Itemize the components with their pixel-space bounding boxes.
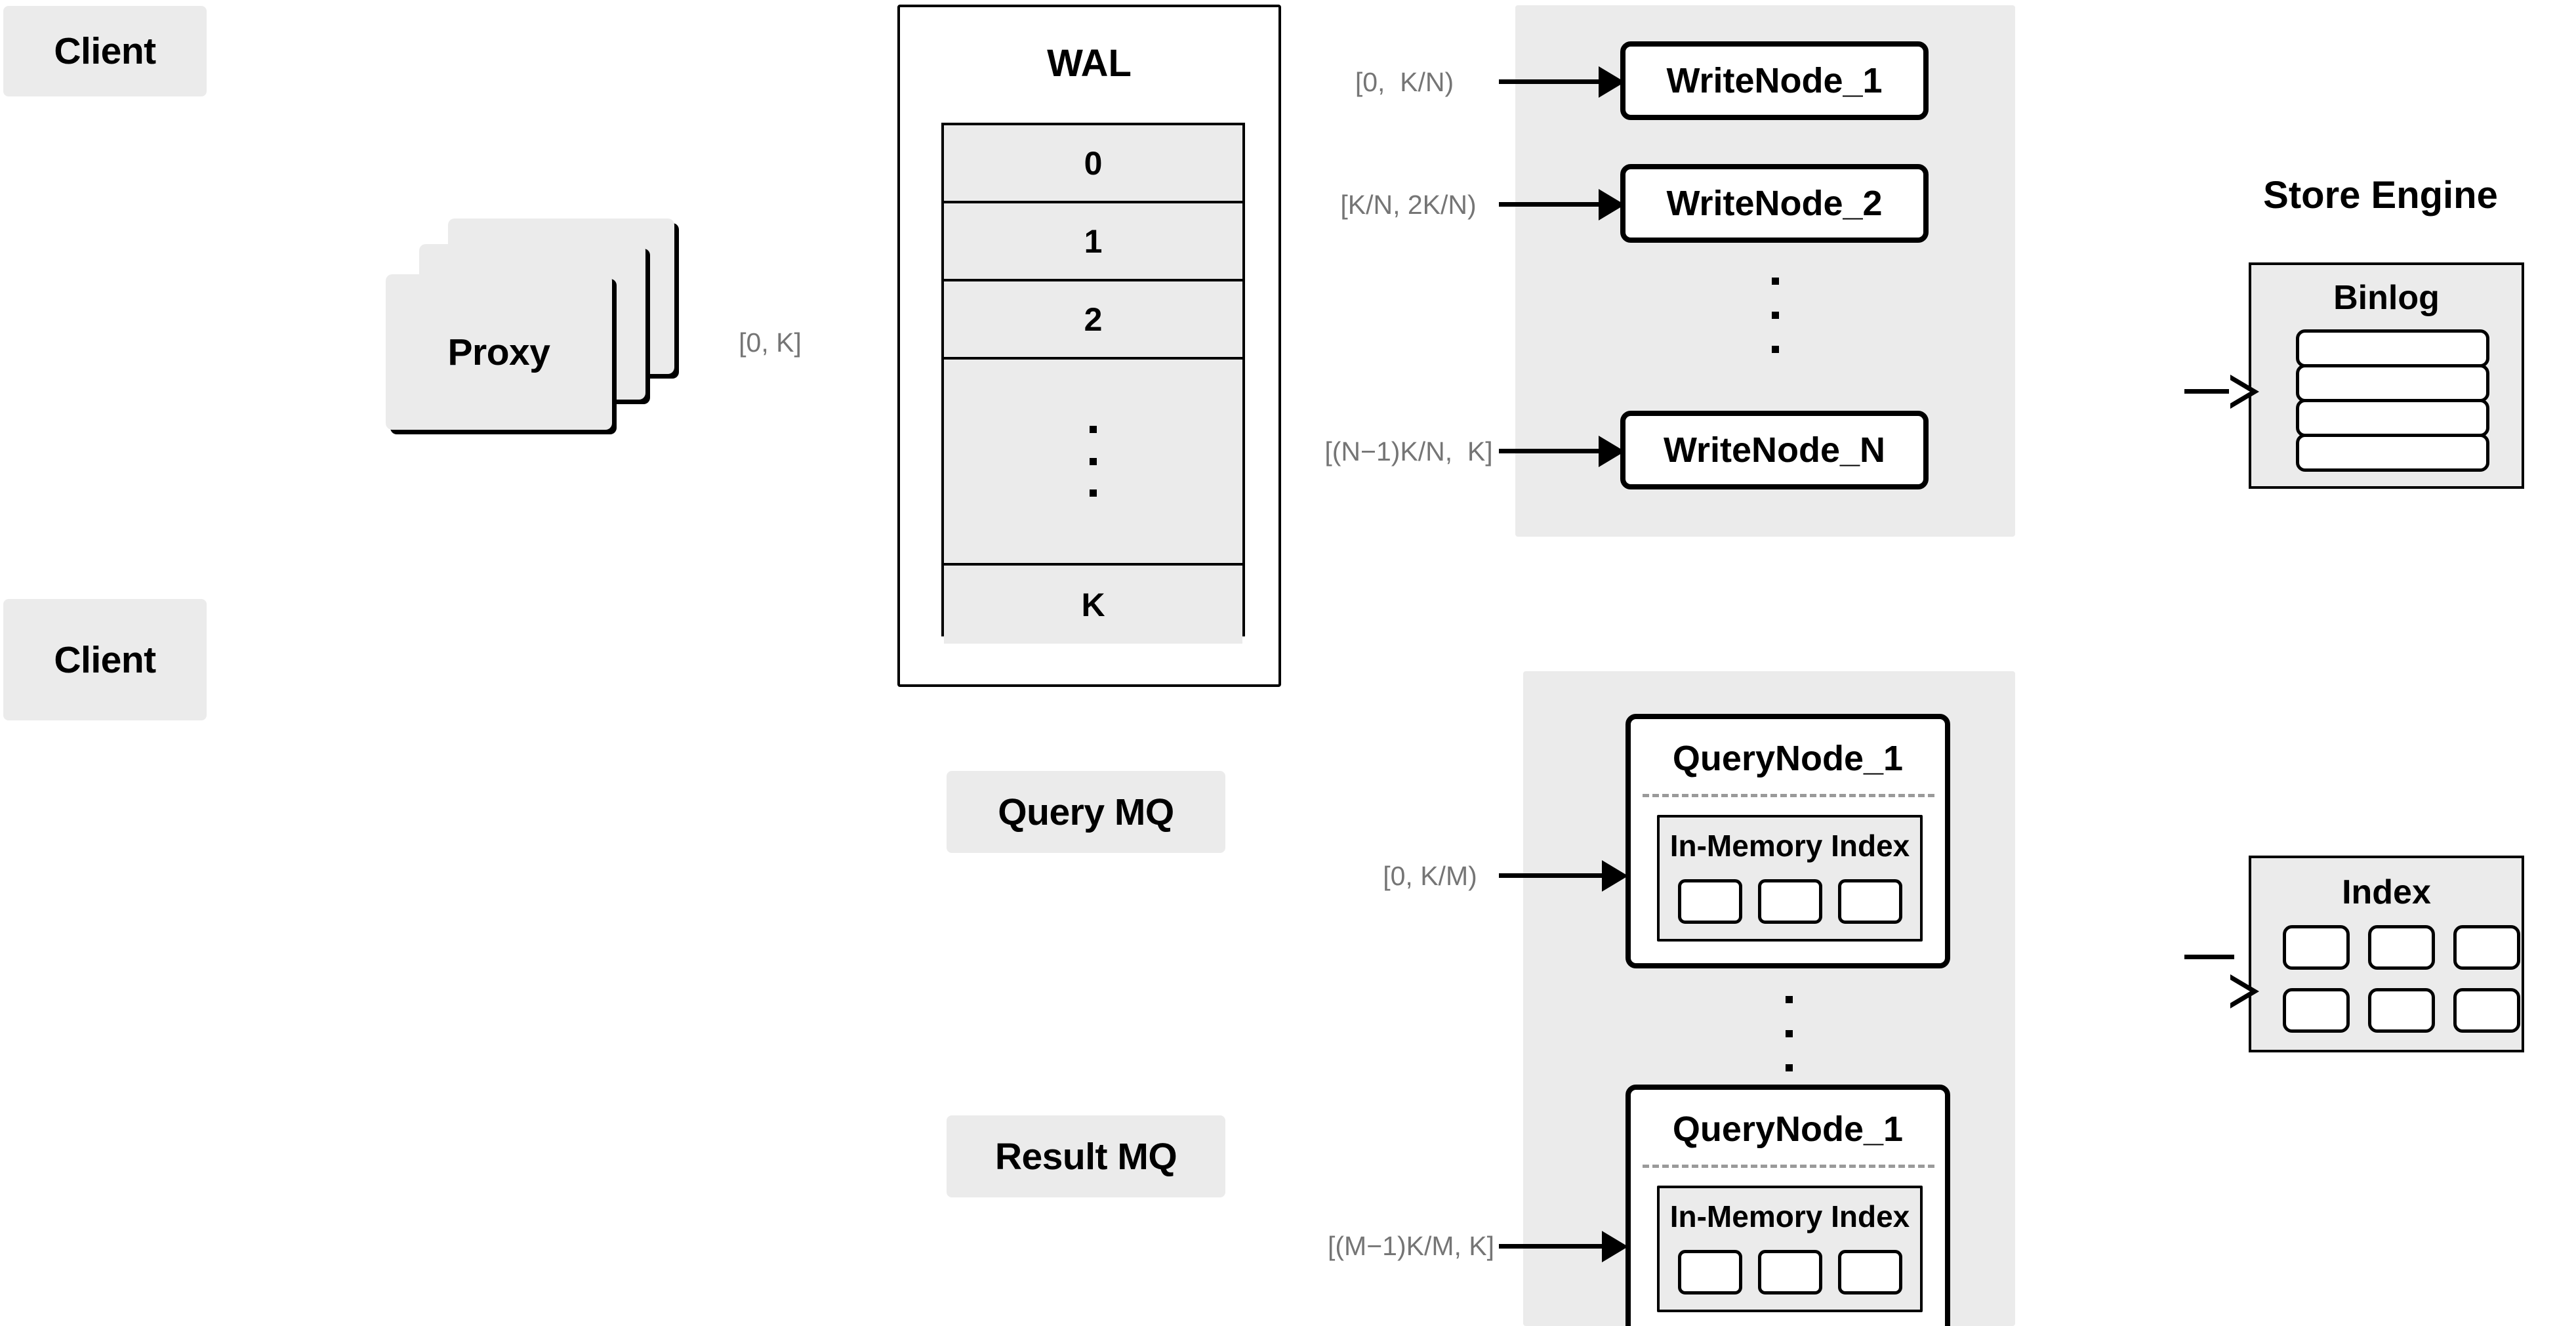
wal-entry-ellipsis [944, 360, 1242, 566]
result-mq-box: Result MQ [947, 1115, 1225, 1197]
wal-title: WAL [1047, 41, 1132, 85]
index-chip [1838, 879, 1902, 924]
store-engine-title: Store Engine [2263, 173, 2498, 217]
write-node-cluster: WriteNode_1 WriteNode_2 WriteNode_N [1515, 5, 2015, 537]
arrow-head-index [2229, 974, 2259, 1008]
query-node-2-title: QueryNode_1 [1672, 1109, 1904, 1149]
index-chip [2368, 925, 2435, 970]
index-chip [2453, 925, 2520, 970]
wal-entry-0: 0 [944, 125, 1242, 203]
query-node-1-title: QueryNode_1 [1672, 739, 1904, 778]
index-chip [2283, 988, 2350, 1033]
proxy-output-range-label: [0, K] [728, 318, 812, 367]
binlog-row-list [2296, 329, 2489, 472]
arrow-head-query-2 [1602, 1231, 1628, 1262]
query-node-ellipsis-dots [1723, 996, 1854, 1071]
index-title: Index [2342, 873, 2431, 911]
query-node-2-chip-row [1678, 1250, 1902, 1295]
write-node-1-range-label: [0, K/N) [1341, 59, 1467, 105]
query-node-1-range-label: [0, K/M) [1378, 853, 1482, 899]
query-node-1-divider [1643, 794, 1934, 797]
arrow-line-write-n [1499, 449, 1601, 453]
arrow-line-binlog [2184, 389, 2234, 394]
wal-entry-table: 0 1 2 K [941, 123, 1245, 644]
index-chip [1838, 1250, 1902, 1295]
client-label-1: Client [54, 30, 156, 72]
arrow-head-binlog [2229, 375, 2259, 409]
index-chip [1678, 879, 1742, 924]
write-node-2: WriteNode_2 [1620, 164, 1929, 243]
query-node-2-in-memory-index: In-Memory Index [1657, 1186, 1923, 1312]
binlog-box: Binlog [2249, 262, 2524, 489]
arrow-line-query-2 [1499, 1244, 1604, 1249]
write-node-1: WriteNode_1 [1620, 41, 1929, 120]
client-box-2: Client [3, 599, 207, 720]
index-chip-grid [2283, 925, 2520, 1033]
query-mq-box: Query MQ [947, 771, 1225, 853]
wal-entry-2: 2 [944, 281, 1242, 360]
proxy-card-front: Proxy [386, 274, 612, 430]
query-node-2-divider [1643, 1165, 1934, 1168]
query-node-1-chip-row [1678, 879, 1902, 924]
wal-entry-k: K [944, 566, 1242, 644]
client-label-2: Client [54, 638, 156, 681]
query-node-2-range-label: [(M−1)K/M, K] [1328, 1223, 1494, 1269]
index-chip [1758, 1250, 1822, 1295]
binlog-row [2296, 399, 2489, 437]
index-chip [2453, 988, 2520, 1033]
query-mq-label: Query MQ [998, 791, 1174, 833]
index-chip-row [2283, 925, 2520, 970]
query-node-1: QueryNode_1 In-Memory Index [1625, 714, 1950, 968]
arrow-line-index [2184, 955, 2234, 959]
arrow-line-write-2 [1499, 202, 1601, 207]
binlog-row [2296, 329, 2489, 367]
store-engine-panel: Store Engine Binlog Index [2188, 131, 2573, 1093]
wal-entry-1: 1 [944, 203, 1242, 281]
index-chip [1758, 879, 1822, 924]
index-box: Index [2249, 856, 2524, 1052]
query-node-cluster: QueryNode_1 In-Memory Index QueryNode_1 [1523, 671, 2015, 1326]
arrow-head-write-n [1599, 436, 1625, 467]
query-node-2-in-memory-index-title: In-Memory Index [1669, 1199, 1910, 1233]
result-mq-label: Result MQ [994, 1135, 1177, 1178]
wal-panel: WAL 0 1 2 K [897, 5, 1281, 687]
write-node-n-range-label: [(N−1)K/N, K] [1324, 428, 1493, 474]
write-node-ellipsis-dots [1709, 278, 1841, 353]
client-box-1: Client [3, 6, 207, 96]
arrow-head-query-1 [1602, 860, 1628, 892]
index-chip [1678, 1250, 1742, 1295]
binlog-row [2296, 434, 2489, 472]
arrow-head-write-2 [1599, 189, 1625, 220]
index-chip-row [2283, 988, 2520, 1033]
arrow-head-write-1 [1599, 66, 1625, 98]
binlog-row [2296, 364, 2489, 402]
write-node-2-range-label: [K/N, 2K/N) [1330, 182, 1487, 228]
arrow-line-write-1 [1499, 79, 1601, 84]
query-node-1-in-memory-index-title: In-Memory Index [1669, 829, 1910, 863]
wal-ellipsis-dots [1090, 426, 1097, 497]
binlog-title: Binlog [2333, 278, 2440, 317]
arrow-line-query-1 [1499, 873, 1604, 878]
proxy-label: Proxy [447, 331, 550, 373]
write-node-n: WriteNode_N [1620, 411, 1929, 489]
query-node-2: QueryNode_1 In-Memory Index [1625, 1085, 1950, 1326]
index-chip [2368, 988, 2435, 1033]
query-node-1-in-memory-index: In-Memory Index [1657, 815, 1923, 942]
index-chip [2283, 925, 2350, 970]
